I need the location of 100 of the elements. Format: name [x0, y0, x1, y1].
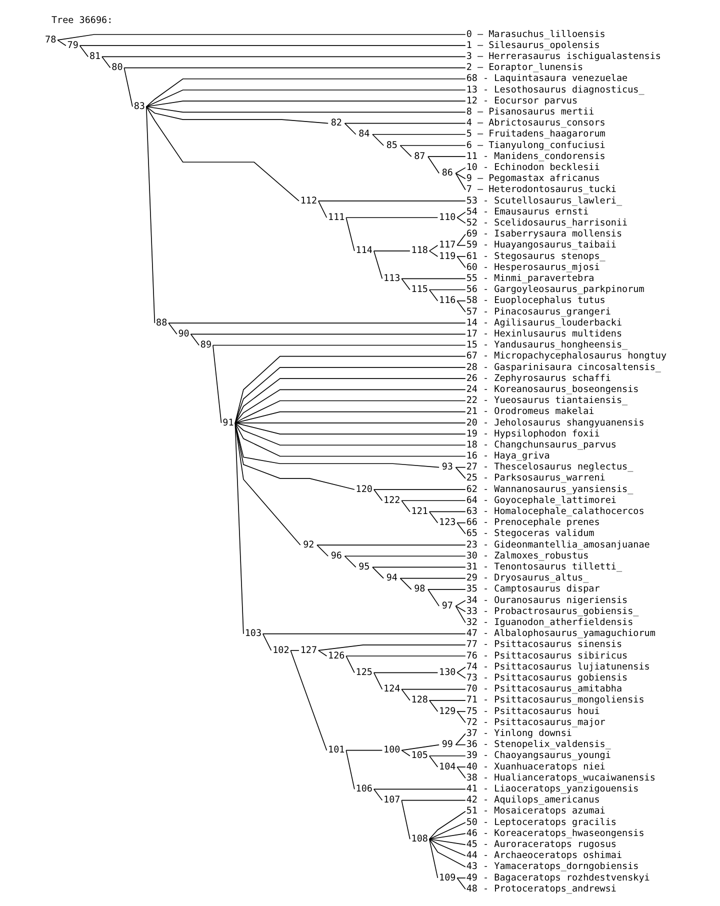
connector [146, 100, 466, 108]
connector [428, 700, 466, 701]
connector [400, 578, 466, 579]
connector [456, 217, 466, 224]
connector [234, 422, 466, 424]
connector [428, 289, 466, 290]
node-text: 51 - Mosaiceratops azumai [466, 806, 606, 817]
node-text: 33 - Probactrosaurus_gobiensis_ [466, 606, 639, 617]
connector [428, 755, 466, 756]
node-text: 94 [386, 572, 398, 584]
connector [428, 838, 466, 856]
node-text: 76 - Psittacosaurus sibiricus [466, 650, 628, 662]
connector [401, 500, 410, 512]
connector [456, 672, 466, 679]
node-text: 0 — Marasuchus_lilloensis [466, 28, 606, 40]
node-text: 116 [439, 295, 456, 306]
connector [190, 334, 466, 335]
node-text: 73 - Psittacosaurus gobiensis [466, 672, 628, 684]
node-text: 26 - Zephyrosaurus schaffi [466, 372, 611, 384]
node-text: 92 [303, 539, 314, 550]
connector [373, 788, 466, 790]
node-text: 93 [442, 462, 453, 473]
node-text: 125 [356, 666, 373, 678]
node-text: 124 [384, 684, 400, 695]
connector [428, 589, 440, 606]
connector [212, 344, 466, 346]
node-text: 12 - Eocursor parvus [466, 95, 578, 106]
connector [428, 244, 438, 252]
node-text: 118 [411, 245, 428, 256]
connector [428, 700, 438, 712]
node-text: 114 [356, 245, 373, 256]
node-text: 72 - Psittacosaurus_major [466, 716, 606, 728]
connector [234, 389, 466, 424]
node-text: 64 - Goyocephale_lattimorei [466, 494, 616, 506]
connector [401, 278, 410, 290]
connector [346, 656, 355, 674]
connector [124, 67, 466, 68]
connector [455, 600, 466, 606]
node-text: 25 - Parksosaurus_warreni [466, 472, 606, 484]
node-text: 86 [442, 168, 453, 179]
node-text: 120 [356, 484, 373, 495]
connector [318, 200, 466, 202]
node-text: 98 [414, 584, 426, 595]
connector [346, 217, 355, 252]
node-text: 52 - Scelidosaurus_harrisonii [466, 217, 628, 228]
node-text: 117 [439, 240, 456, 251]
node-text: 59 - Huayangosaurus_taibaii [466, 240, 616, 251]
connector [455, 744, 466, 746]
node-text: 30 - Zalmoxes_robustus [466, 550, 589, 562]
connector [373, 672, 438, 674]
node-text: 67 - Micropachycephalosaurus hongtuy [466, 350, 667, 362]
connector [168, 322, 466, 324]
node-text: 32 - Iguanodon_atherfieldensis [466, 617, 634, 628]
connector [456, 212, 466, 218]
node-text: 79 [67, 40, 78, 51]
node-text: 110 [439, 212, 456, 223]
connector [428, 289, 438, 302]
connector [428, 511, 466, 512]
node-text: 112 [300, 195, 318, 206]
node-text: 10 - Echinodon becklesii [466, 162, 600, 173]
node-text: 23 - Gideonmantellia_amosanjuanae [466, 539, 650, 550]
node-text: 37 - Yinlong downsi [466, 728, 572, 740]
connector [234, 422, 440, 468]
connector [190, 334, 200, 346]
connector [456, 711, 466, 712]
node-text: 101 [328, 744, 345, 756]
node-text: 66 - Prenocephale prenes [466, 517, 600, 528]
node-text: 38 - Hualianceratops_wucaiwanensis [466, 772, 656, 784]
connector [456, 234, 466, 246]
node-text: 122 [384, 494, 400, 506]
node-text: 9 — Pegomastax africanus [466, 173, 600, 184]
node-text: 96 [330, 550, 342, 562]
connector [428, 156, 440, 174]
node-text: 129 [439, 706, 456, 717]
connector [401, 750, 410, 756]
connector [124, 67, 133, 108]
node-text: 5 — Fruitadens_haagarorum [466, 128, 606, 140]
connector [428, 833, 466, 840]
connector [428, 810, 466, 840]
node-text: 91 [222, 417, 234, 428]
connector [401, 744, 440, 751]
connector [346, 750, 383, 751]
node-text: 68 - Laquintasaura venezuelae [466, 73, 628, 84]
node-text: 39 - Chaoyangsaurus_youngi [466, 750, 611, 762]
node-text: 89 [200, 340, 212, 351]
connector [401, 800, 410, 840]
node-text: 71 - Psittacosaurus_mongoliensis [466, 694, 644, 706]
node-text: 104 [439, 761, 456, 772]
node-text: 127 [300, 644, 318, 656]
connector [456, 244, 466, 246]
node-text: 62 - Wannanosaurus_yansiensis_ [466, 484, 634, 495]
node-text: 102 [272, 644, 290, 656]
node-text: 78 [45, 34, 56, 46]
connector [57, 34, 466, 40]
node-text: 77 - Psittacosaurus sinensis [466, 639, 622, 650]
node-text: 54 - Emausaurus ernsti [466, 206, 589, 218]
connector [373, 672, 383, 690]
connector [234, 422, 301, 546]
node-text: 100 [384, 744, 400, 756]
connector [428, 822, 466, 840]
